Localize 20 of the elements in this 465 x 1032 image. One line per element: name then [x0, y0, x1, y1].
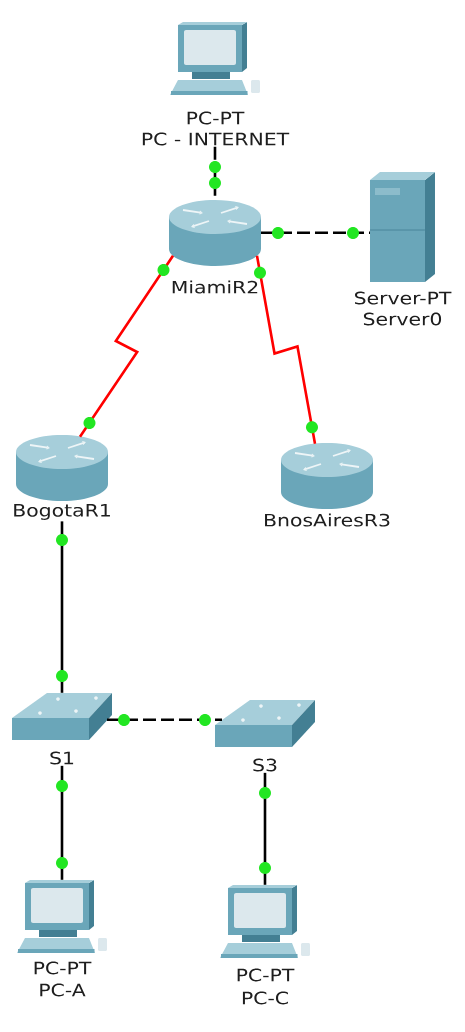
- device-label: BnosAiresR3: [265, 513, 390, 527]
- device-label: PC-A: [40, 983, 86, 997]
- device-label: Server0: [363, 312, 442, 326]
- device-label: S1: [50, 751, 74, 765]
- device-label: PC-C: [242, 991, 288, 1005]
- cable-line: [60, 521, 64, 693]
- device-label: BogotaR1: [14, 504, 110, 520]
- device-label: PC-PT: [187, 111, 245, 125]
- device-label: PC-PT: [237, 968, 295, 982]
- cable-line: [261, 231, 370, 235]
- cable-line: [60, 765, 64, 880]
- cable-line: [263, 772, 267, 885]
- cable-line: [107, 718, 222, 722]
- device-label: Server-PT: [355, 291, 452, 305]
- device-label: PC - INTERNET: [142, 132, 290, 146]
- cable-line: [255, 255, 317, 445]
- device-label: PC-PT: [34, 961, 92, 975]
- device-label: S3: [253, 758, 277, 772]
- device-label: MiamiR2: [172, 280, 258, 294]
- cable-line: [78, 255, 175, 438]
